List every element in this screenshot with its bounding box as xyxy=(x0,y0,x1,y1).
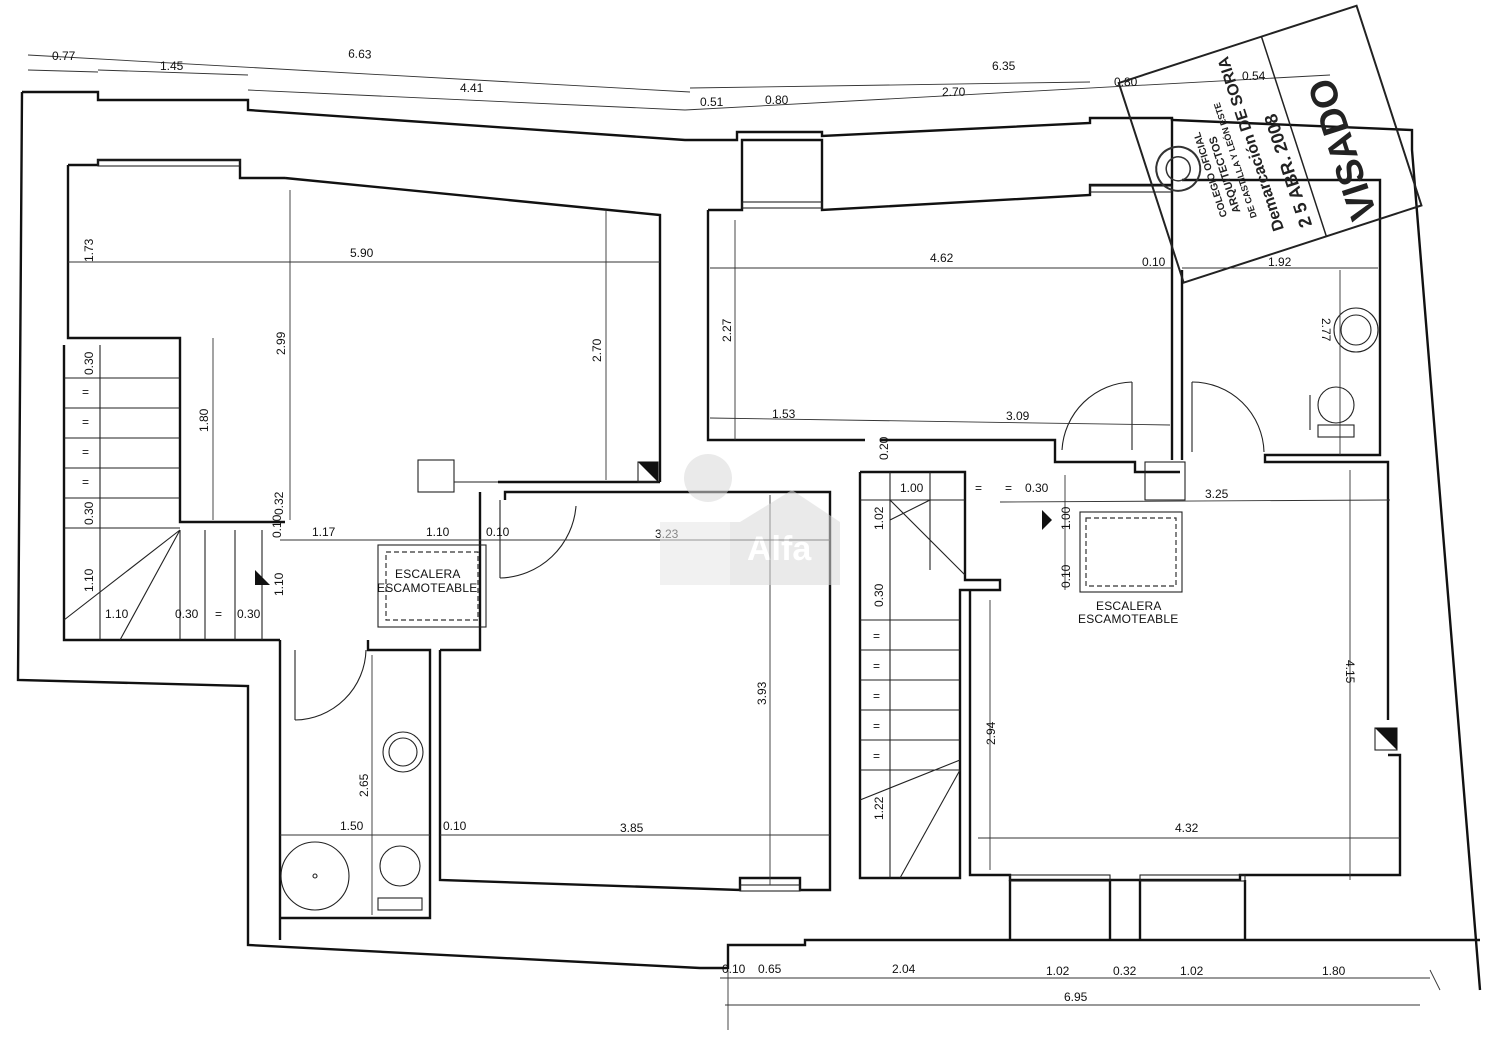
dim-mid-e: 0.10 xyxy=(486,525,510,539)
stamp-visado: VISADO xyxy=(1301,73,1386,225)
dim-stair-right-eq2: = xyxy=(1005,481,1012,495)
dim-stair-right-e: 1.00 xyxy=(1059,506,1073,530)
dim-top-c: 4.41 xyxy=(460,81,484,95)
hatch-label-2-line2: ESCAMOTEABLE xyxy=(1078,612,1178,626)
fixtures xyxy=(255,307,1398,911)
dim-stair-right-f: 0.10 xyxy=(1059,564,1073,588)
dim-stair-right-a: 0.20 xyxy=(877,436,891,460)
dim-stair-right-eq1: = xyxy=(975,481,982,495)
dim-stair-left-d: 1.10 xyxy=(105,607,129,621)
dim-bottom-overall: 6.95 xyxy=(1064,990,1088,1004)
attic-hatches xyxy=(377,511,1183,628)
dim-right-lower-w2: 4.32 xyxy=(1175,821,1199,835)
sink-icon xyxy=(382,731,424,773)
dim-stair-left-eq5: = xyxy=(215,607,222,621)
dim-right-room-h: 2.27 xyxy=(720,318,734,342)
dim-stair-right-c: 0.30 xyxy=(1025,481,1049,495)
toilet-right-icon xyxy=(1317,386,1355,424)
doors xyxy=(294,381,1265,721)
approval-stamp: COLEGIO OFICIAL ARQUITECTOS DE CASTILLA … xyxy=(1117,4,1423,284)
dim-stair-left-b: 0.30 xyxy=(82,501,96,525)
shower-tray-icon xyxy=(280,841,350,911)
dim-mid-c: 1.17 xyxy=(312,525,336,539)
dim-left-room-h3: 2.70 xyxy=(590,338,604,362)
dim-stair-right-b: 1.00 xyxy=(900,481,924,495)
toilet-icon xyxy=(379,845,421,887)
dim-top-d: 0.51 xyxy=(700,95,724,109)
dim-stair-right-h: 2.94 xyxy=(984,721,998,745)
dim-stair-right-eq7: = xyxy=(873,749,880,763)
dim-top-b: 1.45 xyxy=(160,59,184,73)
watermark-text: Alfa xyxy=(747,530,812,568)
sink-right-icon xyxy=(1333,307,1379,353)
dim-bath-w: 1.50 xyxy=(340,819,364,833)
dim-top-e: 0.80 xyxy=(765,93,789,107)
hatch-label-2-line1: ESCALERA xyxy=(1096,599,1162,613)
dim-stair-left-eq4: = xyxy=(82,475,89,489)
dim-left-room-h2: 2.99 xyxy=(274,331,288,355)
dim-bottom-room-w: 3.85 xyxy=(620,821,644,835)
dim-bottom-b: 0.65 xyxy=(758,962,782,976)
dim-stair-right-eq4: = xyxy=(873,659,880,673)
dim-bottom-d: 1.02 xyxy=(1046,964,1070,978)
dim-stair-right-i: 1.22 xyxy=(872,796,886,820)
dim-top-f: 2.70 xyxy=(942,85,966,99)
dim-right-room-w: 4.62 xyxy=(930,251,954,265)
dim-stair-left-a: 0.30 xyxy=(82,351,96,375)
dim-mid-d: 1.10 xyxy=(426,525,450,539)
dim-right-bath-w: 1.92 xyxy=(1268,255,1292,269)
dim-stair-left-f: 0.30 xyxy=(237,607,261,621)
dim-right-lower-w1: 3.25 xyxy=(1205,487,1229,501)
dim-bottom-room-h: 3.93 xyxy=(755,681,769,705)
room-labels: ESCALERA ESCAMOTEABLE ESCALERA ESCAMOTEA… xyxy=(377,567,1178,626)
dim-top-h: 0.54 xyxy=(1242,69,1266,83)
hatch-label-1-line1: ESCALERA xyxy=(395,567,461,581)
dim-bath-h: 2.65 xyxy=(357,773,371,797)
dim-stair-left-g: 1.10 xyxy=(272,572,286,596)
internal-lines xyxy=(63,345,1311,879)
dim-left-room-h1: 1.73 xyxy=(82,238,96,262)
dim-stair-right-d: 1.02 xyxy=(872,506,886,530)
dim-stair-right-g: 0.30 xyxy=(872,583,886,607)
dim-top-a: 0.77 xyxy=(52,49,76,63)
watermark: Alfa xyxy=(660,454,840,585)
hatch-label-1-line2: ESCAMOTEABLE xyxy=(377,581,477,595)
dim-top-overall-right: 6.35 xyxy=(992,59,1016,73)
dim-right-lower-h: 4.15 xyxy=(1343,660,1357,684)
dim-mid-b: 0.32 xyxy=(272,491,286,515)
dim-stair-left-eq2: = xyxy=(82,415,89,429)
dim-left-room-width: 5.90 xyxy=(350,246,374,260)
dim-bottom-f: 1.02 xyxy=(1180,964,1204,978)
dimension-labels: 6.63 6.35 0.77 1.45 4.41 0.51 0.80 2.70 … xyxy=(52,46,1357,1004)
dim-right-wall: 0.10 xyxy=(1142,255,1166,269)
seal-icon xyxy=(1155,145,1202,192)
dim-bottom-e: 0.32 xyxy=(1113,964,1137,978)
dim-stair-left-eq3: = xyxy=(82,445,89,459)
dim-bottom-g: 1.80 xyxy=(1322,964,1346,978)
dim-stair-right-eq5: = xyxy=(873,689,880,703)
dim-bottom-a: 0.10 xyxy=(722,962,746,976)
dim-stair-right-eq3: = xyxy=(873,629,880,643)
dim-stair-left-e: 0.30 xyxy=(175,607,199,621)
dim-bath-wall: 0.10 xyxy=(443,819,467,833)
dim-mid-a: 0.10 xyxy=(270,514,284,538)
dim-right-bath-h: 2.77 xyxy=(1319,318,1333,342)
dim-stair-right-eq6: = xyxy=(873,719,880,733)
dim-right-room-a: 1.53 xyxy=(772,407,796,421)
dim-right-room-b: 3.09 xyxy=(1006,409,1030,423)
dim-stair-left-c: 1.10 xyxy=(82,568,96,592)
dim-top-overall-left: 6.63 xyxy=(348,46,372,61)
dimension-lines xyxy=(27,54,1441,1030)
dim-left-room-h4: 1.80 xyxy=(197,408,211,432)
dim-bottom-c: 2.04 xyxy=(892,962,916,976)
dim-stair-left-eq1: = xyxy=(82,385,89,399)
